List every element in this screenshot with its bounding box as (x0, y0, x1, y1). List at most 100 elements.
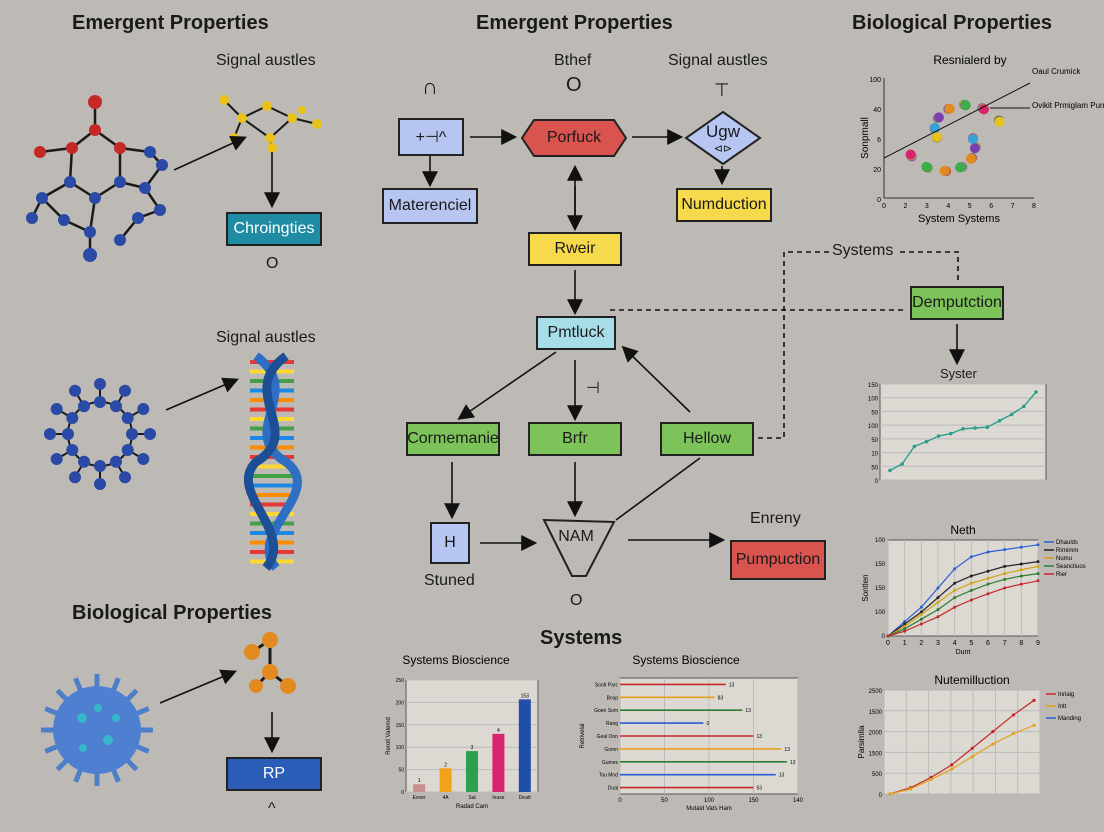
math-box: +⊣^ (398, 118, 464, 156)
chart5-category: Gumes (602, 760, 619, 766)
chart0-xtick: 2 (903, 203, 907, 210)
chart2-point (1036, 560, 1040, 564)
chart2-point (919, 612, 923, 616)
chart2-xlabel: Dunt (956, 649, 971, 656)
chart2-point (919, 605, 923, 609)
chart5-bar-label: 53 (757, 786, 763, 792)
chart2-point (903, 627, 907, 631)
chart4-xlabel: Radad Cam (456, 804, 488, 810)
chart4-ytick: 250 (396, 678, 405, 684)
chart0-xtick: 8 (1032, 203, 1036, 210)
chart0-point (944, 103, 955, 114)
chart1-point (900, 462, 904, 466)
chart4-bar (413, 784, 426, 792)
enreny-label: Enreny (750, 510, 801, 527)
chart2-point (1036, 579, 1040, 583)
chart5-category: Goen Som (594, 708, 618, 714)
chart5-xtick: 150 (748, 798, 759, 804)
chart2-series-line (887, 573, 1039, 637)
chart2-point (919, 622, 923, 626)
chart2-xtick: 9 (1036, 640, 1040, 647)
chart2-series-line (887, 561, 1039, 637)
chart0-point (967, 134, 978, 145)
chart3-ytick: 2000 (869, 731, 883, 737)
chart1-point (888, 468, 892, 473)
t-symbol: ⊤ (714, 80, 730, 100)
molecule-cluster-illustration (44, 378, 156, 490)
chart2-legend-label: Dhaulds (1056, 540, 1078, 546)
chart1-point (1022, 404, 1026, 409)
syster-label: Syster (940, 366, 977, 381)
signal-label-center: Signal austles (668, 52, 768, 69)
chart0-point (994, 116, 1005, 127)
chart5-bar-label: 13 (729, 682, 735, 688)
chart1-point (985, 425, 990, 429)
chart2-point (953, 596, 957, 600)
caret-label: ^ (268, 800, 276, 817)
chart2-point (1003, 564, 1007, 568)
chart2-point (969, 574, 973, 578)
chart2-title: Neth (950, 523, 975, 537)
chart2-xtick: 6 (986, 640, 990, 647)
chart4-ytick: 150 (396, 723, 405, 729)
chart0-ytick: 6 (877, 137, 881, 144)
chart3-point (908, 787, 913, 791)
rweir-box: Rweir (528, 232, 622, 266)
chart3-point (970, 746, 974, 750)
chart0-point (969, 143, 980, 154)
chart3-point (888, 792, 892, 796)
chart2-point (953, 581, 957, 585)
chart4-xtick: Exner (413, 795, 426, 801)
chart3-point (1011, 713, 1016, 717)
chart2-xtick: 5 (969, 640, 973, 647)
chart2-xtick: 7 (1003, 640, 1007, 647)
chart2-point (1019, 574, 1023, 578)
chart1-ytick: 50 (871, 465, 878, 471)
chart2-point (1003, 586, 1007, 590)
chart5-xtick: 50 (661, 798, 668, 804)
chart0-title: Resnialerd by (933, 53, 1006, 67)
cormemanie-box: Cormemanie (406, 422, 500, 456)
chart2-ytick: 100 (875, 610, 886, 616)
chart4-ytick: 50 (398, 768, 404, 774)
chart2-point (986, 582, 990, 586)
chart4-xtick: Sal (468, 795, 475, 801)
demputction-box: Demputction (910, 286, 1004, 320)
chart4-ylabel: Reroll Vatemd (386, 717, 392, 755)
heading-biological-left: Biological Properties (72, 602, 273, 624)
chart4-title: Systems Bioscience (402, 653, 510, 667)
chart5-bar-label: 13 (757, 734, 763, 740)
chart3-ytick: 1500 (869, 710, 883, 716)
nam-label: NAM (558, 528, 594, 545)
chart2-point (936, 586, 940, 590)
chart0-point (921, 161, 932, 172)
chart2-point (936, 600, 940, 604)
chart4-bar-label: 2 (444, 762, 447, 768)
chart4-bar (518, 699, 531, 792)
chart2-xtick: 1 (903, 640, 907, 647)
signal-label-top: Signal austles (216, 52, 316, 69)
chart3-point (991, 742, 995, 746)
chart2-point (903, 624, 907, 628)
chart2-xtick: 0 (886, 640, 890, 647)
chart0-xtick: 6 (989, 203, 993, 210)
h4-symbol: ⊣ (586, 380, 600, 397)
chart3-point (970, 754, 974, 759)
ugw-label: Ugw (705, 122, 740, 141)
chart2-point (903, 622, 907, 626)
bthef-label: Bthef (554, 52, 592, 69)
chart0-trend-line (883, 82, 1031, 159)
chart0-ytick: 20 (873, 167, 881, 174)
chart2-point (986, 569, 990, 573)
molecule-large-illustration (26, 95, 168, 262)
chart5-category: Rang (606, 721, 618, 727)
chart2-point (969, 588, 973, 592)
chart2-xtick: 8 (1019, 640, 1023, 647)
chart4-xtick: Inuse (492, 795, 504, 801)
chart3-point (991, 730, 995, 734)
chart2-point (1019, 562, 1023, 566)
chart0-ytick: 40 (873, 107, 881, 114)
chart3-point (1032, 723, 1036, 727)
